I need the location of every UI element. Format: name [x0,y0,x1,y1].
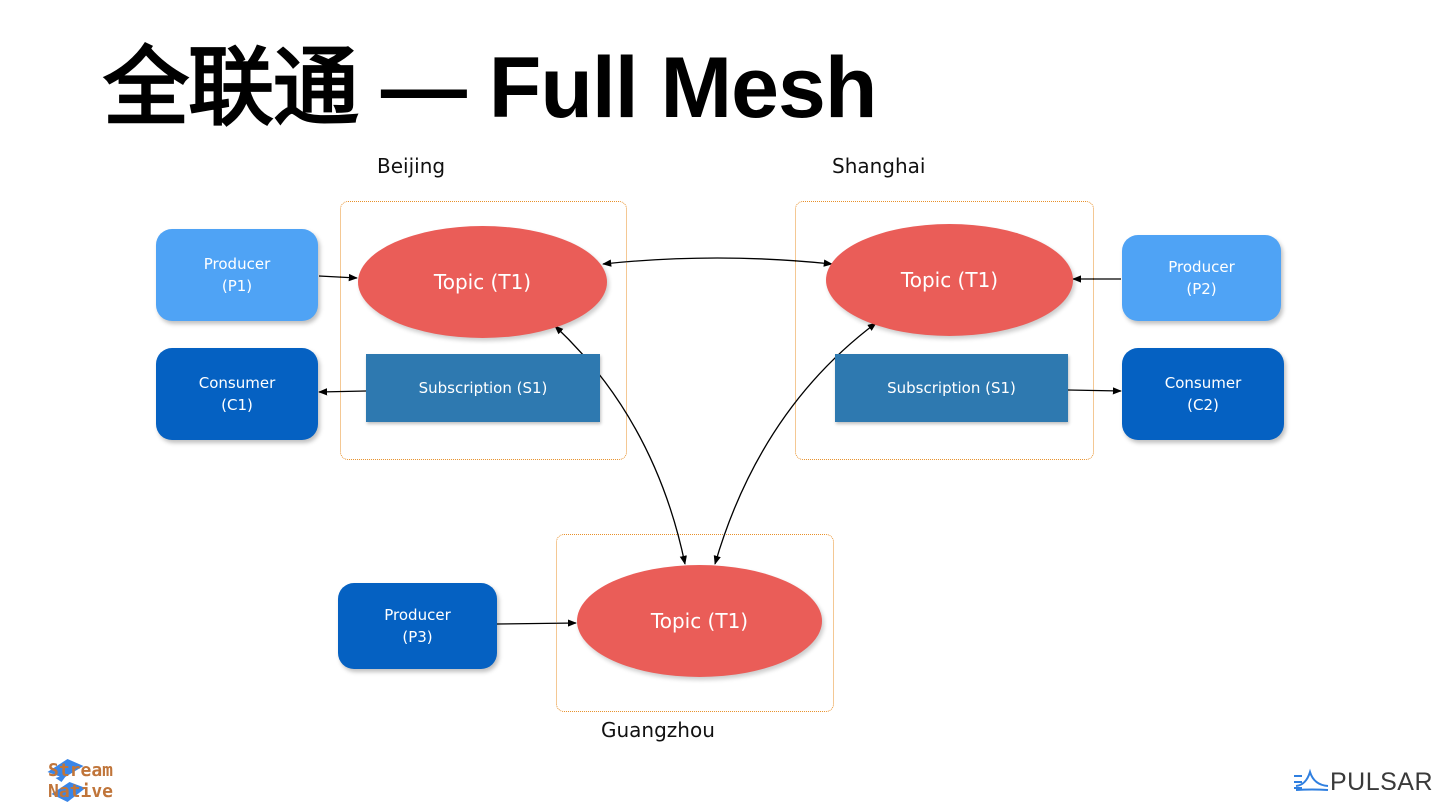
edge-sub-beijing-c1 [318,388,367,396]
edge-p1-topic-beijing [318,273,358,282]
producer-p1[interactable]: Producer (P1) [156,229,318,321]
streamnative-line2: Native [48,781,114,802]
pulsar-logo-icon [1294,768,1329,791]
producer-p2[interactable]: Producer (P2) [1122,235,1281,321]
subscription-beijing[interactable]: Subscription (S1) [366,354,600,422]
consumer-c2[interactable]: Consumer (C2) [1122,348,1284,440]
consumer-c1[interactable]: Consumer (C1) [156,348,318,440]
region-label-beijing: Beijing [377,154,446,178]
edge-topic-beijing-guangzhou [554,325,687,565]
region-label-guangzhou: Guangzhou [601,718,715,742]
slide-title: 全联通 — Full Mesh [103,40,877,136]
region-label-shanghai: Shanghai [832,154,926,178]
topic-shanghai[interactable]: Topic (T1) [826,224,1073,336]
edge-topic-beijing-shanghai [602,257,833,267]
edge-topic-shanghai-guangzhou [713,322,877,565]
topic-beijing[interactable]: Topic (T1) [358,226,607,338]
edge-p3-topic-guangzhou [496,619,577,627]
producer-p3[interactable]: Producer (P3) [338,583,497,669]
streamnative-line1: Stream [48,760,114,781]
streamnative-logo-icon [47,759,86,802]
topic-guangzhou[interactable]: Topic (T1) [577,565,822,677]
streamnative-logo-text: Stream Native [48,760,113,802]
pulsar-logo-text: PULSAR [1330,768,1434,796]
edge-sub-shanghai-c2 [1067,387,1122,395]
subscription-shanghai[interactable]: Subscription (S1) [835,354,1068,422]
